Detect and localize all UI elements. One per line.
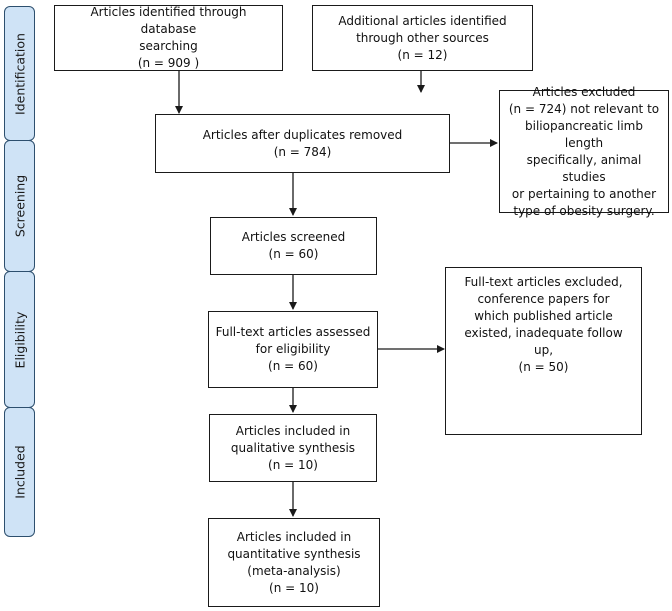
- box-after-duplicates-text: Articles after duplicates removed (n = 7…: [202, 127, 403, 159]
- box-fulltext-assessed-text: Full-text articles assessed for eligibil…: [215, 325, 371, 373]
- box-after-duplicates: Articles after duplicates removed (n = 7…: [155, 114, 450, 173]
- box-qualitative-synthesis: Articles included in qualitative synthes…: [209, 414, 377, 482]
- box-fulltext-excluded: Full-text articles excluded, conference …: [445, 267, 642, 435]
- box-other-sources-text: Additional articles identified through o…: [338, 13, 507, 62]
- box-other-sources: Additional articles identified through o…: [312, 5, 533, 71]
- box-records-excluded: Articles excluded (n = 724) not relevant…: [499, 85, 669, 218]
- box-database-search: Articles identified through database sea…: [54, 5, 283, 71]
- phase-screening: Screening: [4, 140, 35, 272]
- box-screened-text: Articles screened (n = 60): [241, 230, 346, 261]
- box-database-search-text: Articles identified through database sea…: [90, 5, 247, 70]
- phase-identification: Identification: [4, 6, 35, 141]
- box-fulltext-excluded-text: Full-text articles excluded, conference …: [464, 275, 623, 374]
- box-quantitative-synthesis-text: Articles included in quantitative synthe…: [227, 529, 361, 595]
- box-quantitative-synthesis: Articles included in quantitative synthe…: [208, 518, 380, 607]
- box-qualitative-synthesis-text: Articles included in qualitative synthes…: [230, 423, 356, 472]
- phase-included: Included: [4, 407, 35, 537]
- box-fulltext-assessed: Full-text articles assessed for eligibil…: [208, 311, 378, 388]
- box-screened: Articles screened (n = 60): [210, 217, 377, 275]
- box-records-excluded-text: Articles excluded (n = 724) not relevant…: [508, 84, 660, 218]
